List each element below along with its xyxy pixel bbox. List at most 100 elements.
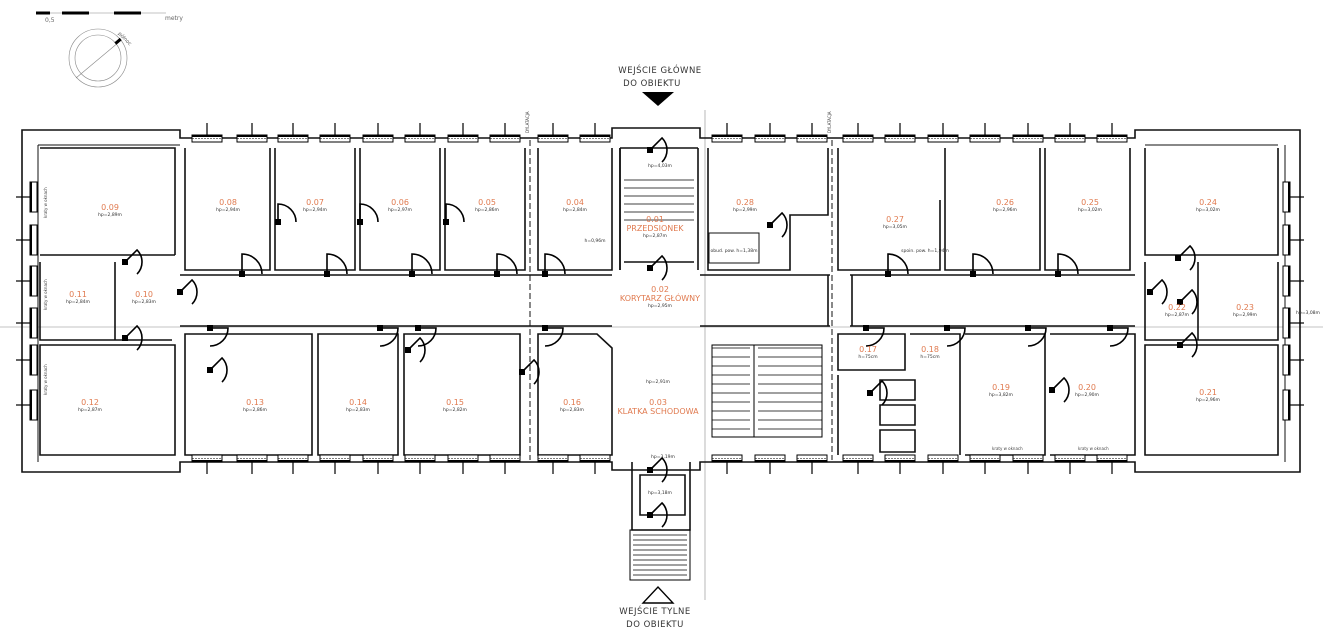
door[interactable] — [647, 501, 668, 528]
door[interactable] — [1175, 244, 1196, 271]
door[interactable] — [377, 325, 399, 347]
rear-entrance-label: WEJŚCIE TYLNE — [619, 605, 691, 617]
door[interactable] — [863, 325, 885, 347]
door[interactable] — [1177, 288, 1198, 315]
room-height: hp=2,94m — [216, 207, 240, 213]
room-number: 0.16 — [563, 398, 581, 407]
door[interactable] — [494, 253, 518, 277]
door[interactable] — [122, 324, 143, 351]
room-height: hp=3,82m — [989, 392, 1013, 398]
room-labels: 0.09hp=2,89m0.08hp=2,94m0.07hp=2,94m0.06… — [66, 198, 1257, 416]
room-height: hp=2,99m — [733, 207, 757, 213]
window — [1096, 454, 1128, 474]
window — [1012, 123, 1044, 143]
room-height: hp=3,02m — [1078, 207, 1102, 213]
door[interactable] — [1107, 325, 1129, 347]
door[interactable] — [177, 278, 198, 305]
door[interactable] — [944, 325, 966, 347]
room-number: 0.23 — [1236, 303, 1254, 312]
window — [16, 224, 38, 256]
room-height: hp=2,96m — [1196, 397, 1220, 403]
room-height: hp=2,99m — [1233, 312, 1257, 318]
door[interactable] — [1177, 331, 1198, 358]
room-height: h=75cm — [858, 354, 877, 360]
room-number: 0.17 — [859, 345, 877, 354]
door[interactable] — [122, 248, 143, 275]
window — [711, 454, 743, 474]
room-number: 0.19 — [992, 383, 1010, 392]
joint-label-right: DYLATACJA — [827, 111, 832, 133]
door[interactable] — [542, 325, 564, 347]
door[interactable] — [1055, 253, 1079, 277]
room-number: 0.12 — [81, 398, 99, 407]
window — [236, 123, 268, 143]
door[interactable] — [519, 358, 540, 385]
right-end-height: hp=3,08m — [1296, 310, 1320, 316]
window — [579, 454, 611, 474]
room-height: hp=2,84m — [563, 207, 587, 213]
door[interactable] — [767, 211, 788, 238]
window-note: kraty w oknach — [43, 279, 48, 310]
stairs — [624, 179, 823, 581]
room-number: 0.02 — [651, 285, 669, 294]
window — [1012, 454, 1044, 474]
room-number: 0.03 — [649, 398, 667, 407]
door[interactable] — [1025, 325, 1047, 347]
door[interactable] — [647, 254, 668, 281]
window — [1282, 224, 1304, 256]
door[interactable] — [443, 203, 465, 225]
room-number: 0.05 — [478, 198, 496, 207]
door[interactable] — [207, 325, 229, 347]
window-note: kraty w oknach — [1078, 446, 1109, 451]
window — [489, 454, 521, 474]
window — [711, 123, 743, 143]
door[interactable] — [239, 253, 263, 277]
room-number: 0.24 — [1199, 198, 1217, 207]
window — [16, 389, 38, 421]
door[interactable] — [885, 253, 909, 277]
door[interactable] — [1147, 278, 1168, 305]
room-name: KLATKA SCHODOWA — [617, 407, 699, 416]
door[interactable] — [647, 456, 668, 483]
room-height: hp=2,87m — [1165, 312, 1189, 318]
room-number: 0.25 — [1081, 198, 1099, 207]
door[interactable] — [324, 253, 348, 277]
rear-entrance-label-2: DO OBIEKTU — [626, 620, 684, 630]
window — [796, 123, 828, 143]
door[interactable] — [1049, 376, 1070, 403]
window — [1282, 307, 1304, 339]
window — [16, 344, 38, 376]
room-number: 0.11 — [69, 290, 87, 299]
door[interactable] — [647, 136, 668, 163]
door[interactable] — [542, 253, 566, 277]
door[interactable] — [415, 325, 437, 347]
door[interactable] — [357, 203, 379, 225]
room-number: 0.15 — [446, 398, 464, 407]
window — [884, 454, 916, 474]
window-note: kraty w oknach — [992, 446, 1023, 451]
scale-bar: 0,5 metry — [36, 11, 183, 24]
window — [191, 123, 223, 143]
room-0.18: 0.18h=75cm — [920, 345, 939, 360]
window — [1054, 123, 1086, 143]
room-height: hp=2,97m — [388, 207, 412, 213]
door[interactable] — [970, 253, 994, 277]
room-number: 0.14 — [349, 398, 367, 407]
window — [277, 123, 309, 143]
door[interactable] — [867, 379, 888, 406]
room-height: hp=2,94m — [303, 207, 327, 213]
vestibule-entry-height: hp=4,03m — [648, 163, 672, 169]
door[interactable] — [405, 336, 426, 363]
door[interactable] — [409, 253, 433, 277]
door[interactable] — [207, 356, 228, 383]
window — [447, 123, 479, 143]
door[interactable] — [275, 203, 297, 225]
